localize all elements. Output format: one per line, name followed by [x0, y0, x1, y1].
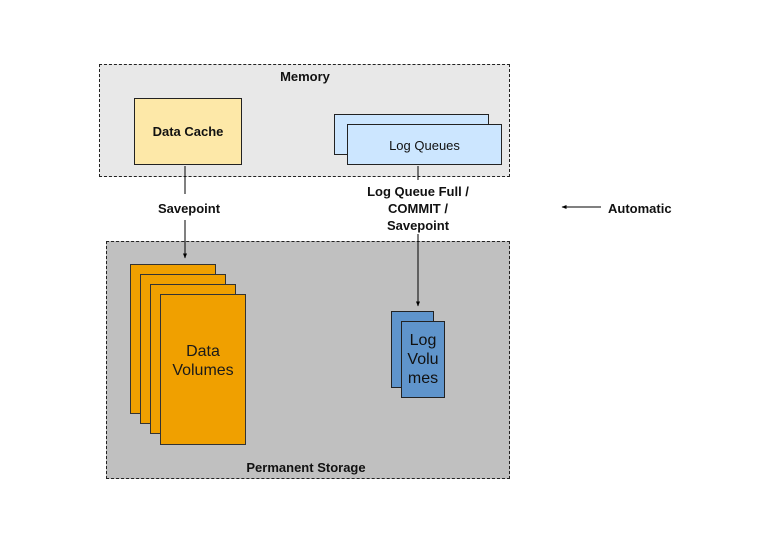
- log-write-label-line-2: COMMIT /: [388, 201, 448, 216]
- permanent-storage-label: Permanent Storage: [246, 460, 366, 475]
- automatic-legend-label: Automatic: [608, 201, 672, 216]
- log-queues-box: Log Queues: [347, 124, 502, 165]
- memory-label: Memory: [280, 69, 330, 84]
- data-volumes-label: Data Volumes: [172, 342, 234, 379]
- log-write-label-line-3: Savepoint: [386, 218, 450, 233]
- data-cache-label: Data Cache: [152, 124, 224, 139]
- log-volumes-label: Log Volumes: [407, 332, 439, 387]
- log-queues-label: Log Queues: [389, 138, 460, 153]
- data-volumes-box: Data Volumes: [160, 294, 246, 445]
- log-volumes-box: Log Volumes: [401, 321, 445, 398]
- log-write-label-line-1: Log Queue Full /: [367, 184, 469, 199]
- data-cache-box: Data Cache: [134, 98, 242, 165]
- savepoint-label: Savepoint: [157, 201, 221, 216]
